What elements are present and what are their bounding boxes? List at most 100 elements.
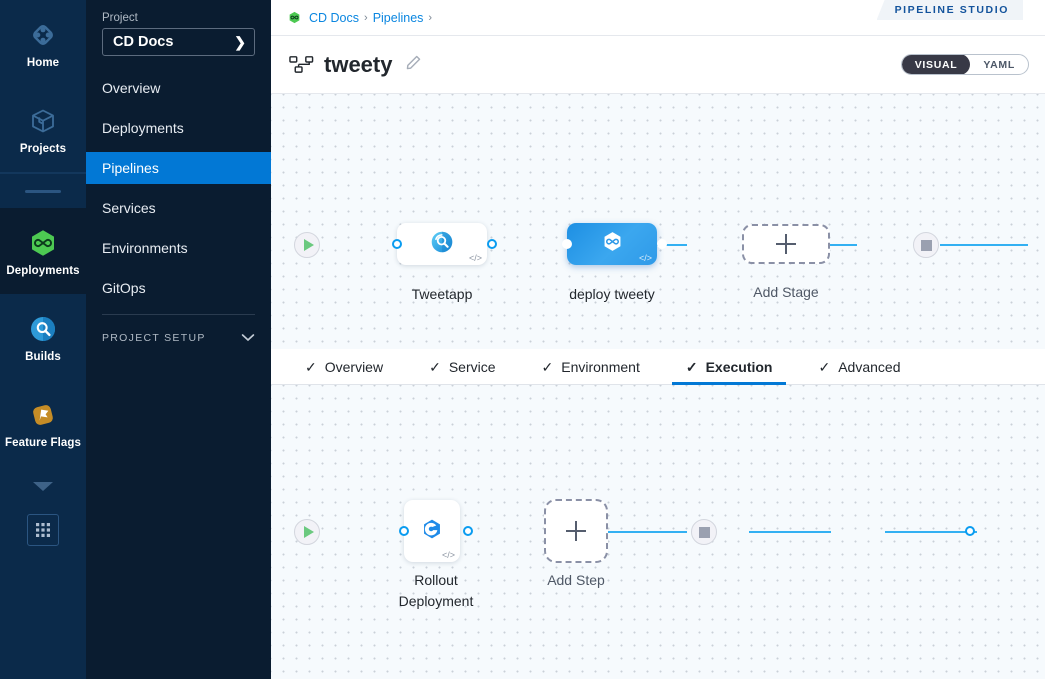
chevron-down-icon <box>241 329 255 347</box>
step-code-badge[interactable]: </> <box>441 550 455 560</box>
connector-start-to-rollout <box>601 531 687 533</box>
play-start-icon <box>294 232 320 258</box>
builds-circle-icon <box>26 312 60 346</box>
tab-environment[interactable]: ✓ Environment <box>528 349 654 384</box>
toggle-option-yaml[interactable]: YAML <box>983 58 1015 71</box>
tab-label: Execution <box>705 358 773 375</box>
sidebar-item-deployments[interactable]: Deployments <box>86 112 271 144</box>
rail-label-deployments: Deployments <box>6 264 80 277</box>
connector-deploy-to-add-stage <box>940 244 1028 246</box>
sidebar-divider <box>102 314 255 315</box>
sidebar-item-label: GitOps <box>102 280 146 296</box>
apps-launcher-button[interactable] <box>0 510 86 566</box>
check-icon: ✓ <box>685 358 698 375</box>
pencil-edit-icon[interactable] <box>405 54 422 76</box>
sidebar-item-pipelines[interactable]: Pipelines <box>86 152 271 184</box>
breadcrumb-cd-docs[interactable]: CD Docs <box>309 10 360 25</box>
stage-config-tabs: ✓ Overview ✓ Service ✓ Environment ✓ Exe… <box>271 349 1045 385</box>
stage-code-badge[interactable]: </> <box>468 253 482 263</box>
tab-label: Advanced <box>838 358 901 375</box>
stage-card[interactable]: </> <box>397 223 487 265</box>
stage-label-tweetapp: Tweetapp <box>411 286 473 302</box>
deployments-hexagon-icon <box>26 226 60 260</box>
tab-advanced[interactable]: ✓ Advanced <box>804 349 914 384</box>
feature-flags-flag-icon <box>26 398 60 432</box>
sidebar-kicker: Project <box>102 12 138 24</box>
sidebar-item-environments[interactable]: Environments <box>86 232 271 264</box>
chevron-down-icon <box>31 479 55 498</box>
cd-module-hexagon-icon <box>287 10 302 25</box>
stage-port-deploy-in[interactable] <box>562 239 572 249</box>
execution-canvas[interactable]: </> Rollout Deployment Add Step <box>271 385 1045 679</box>
check-icon: ✓ <box>429 358 441 375</box>
add-stage-card[interactable] <box>742 224 830 264</box>
rail-item-home[interactable]: Home <box>0 0 86 86</box>
plus-icon <box>776 234 796 254</box>
step-node-rollout-deployment[interactable]: </> <box>404 500 460 562</box>
rollout-deployment-icon <box>419 516 445 547</box>
add-step-button[interactable] <box>544 499 608 563</box>
rail-label-builds: Builds <box>25 350 61 363</box>
pipeline-end-node[interactable] <box>913 232 939 258</box>
rail-more-modules-button[interactable] <box>0 466 86 510</box>
step-card[interactable]: </> <box>404 500 460 562</box>
tab-label: Overview <box>324 358 384 375</box>
breadcrumb-separator: › <box>428 11 433 24</box>
view-mode-toggle[interactable]: VISUAL YAML <box>900 54 1029 75</box>
rail-item-feature-flags[interactable]: Feature Flags <box>0 380 86 466</box>
stage-code-badge[interactable]: </> <box>638 253 652 263</box>
step-port-rollout-out[interactable] <box>463 526 473 536</box>
stage-node-deploy-tweety[interactable]: </> <box>567 223 657 265</box>
rail-item-builds[interactable]: Builds <box>0 294 86 380</box>
stop-end-icon <box>691 519 717 545</box>
stage-canvas[interactable]: </> Tweetapp </> <box>271 94 1045 349</box>
check-icon: ✓ <box>305 358 317 375</box>
pipeline-studio-tag: PIPELINE STUDIO <box>876 0 1023 20</box>
stage-port-deploy-out[interactable] <box>657 239 667 249</box>
project-selector-name: CD Docs <box>113 34 174 50</box>
chevron-right-icon: ❯ <box>234 34 246 50</box>
execution-end-port[interactable] <box>965 526 975 536</box>
tab-execution[interactable]: ✓ Execution <box>671 349 787 385</box>
rail-item-deployments[interactable]: Deployments <box>0 208 86 294</box>
project-selector[interactable]: CD Docs ❯ <box>102 28 255 56</box>
sidebar-item-services[interactable]: Services <box>86 192 271 224</box>
stage-node-tweetapp[interactable]: </> <box>397 223 487 265</box>
stage-port-tweetapp-out[interactable] <box>487 239 497 249</box>
execution-end-node[interactable] <box>691 519 717 545</box>
projects-cube-icon <box>26 104 60 138</box>
rail-collapse-handle[interactable] <box>0 174 86 208</box>
sidebar-item-overview[interactable]: Overview <box>86 72 271 104</box>
sidebar-item-gitops[interactable]: GitOps <box>86 272 271 304</box>
main-content: CD Docs › Pipelines › PIPELINE STUDIO tw… <box>271 0 1045 679</box>
step-port-rollout-in[interactable] <box>399 526 409 536</box>
stage-card[interactable]: </> <box>567 223 657 265</box>
add-stage-button[interactable] <box>742 224 830 264</box>
check-icon: ✓ <box>818 358 831 375</box>
play-start-icon <box>294 519 320 545</box>
plus-icon <box>566 521 586 541</box>
stage-port-tweetapp-in[interactable] <box>392 239 402 249</box>
pipeline-start-node[interactable] <box>294 232 320 258</box>
sidebar-item-label: Services <box>102 200 156 216</box>
breadcrumb-bar: CD Docs › Pipelines › PIPELINE STUDIO <box>271 0 1045 36</box>
cd-hexagon-infinity-icon <box>599 228 626 260</box>
pipeline-nodes-icon <box>289 55 314 75</box>
stop-end-icon <box>913 232 939 258</box>
execution-start-node[interactable] <box>294 519 320 545</box>
pipeline-title-bar: tweety VISUAL YAML <box>271 36 1045 94</box>
tab-overview[interactable]: ✓ Overview <box>291 349 397 384</box>
toggle-option-visual[interactable]: VISUAL <box>901 55 971 74</box>
sidebar-item-label: Deployments <box>102 120 184 136</box>
project-sidebar: Project CD Docs ❯ Overview Deployments P… <box>86 0 271 679</box>
rail-item-projects[interactable]: Projects <box>0 86 86 172</box>
tab-service[interactable]: ✓ Service <box>415 349 509 384</box>
breadcrumb-pipelines[interactable]: Pipelines <box>372 10 424 25</box>
ci-build-icon <box>428 228 456 261</box>
sidebar-project-setup-toggle[interactable]: PROJECT SETUP <box>86 327 271 349</box>
rail-label-projects: Projects <box>19 142 67 155</box>
rail-label-home: Home <box>26 56 60 69</box>
add-step-card[interactable] <box>544 499 608 563</box>
sidebar-item-label: Pipelines <box>102 160 159 176</box>
